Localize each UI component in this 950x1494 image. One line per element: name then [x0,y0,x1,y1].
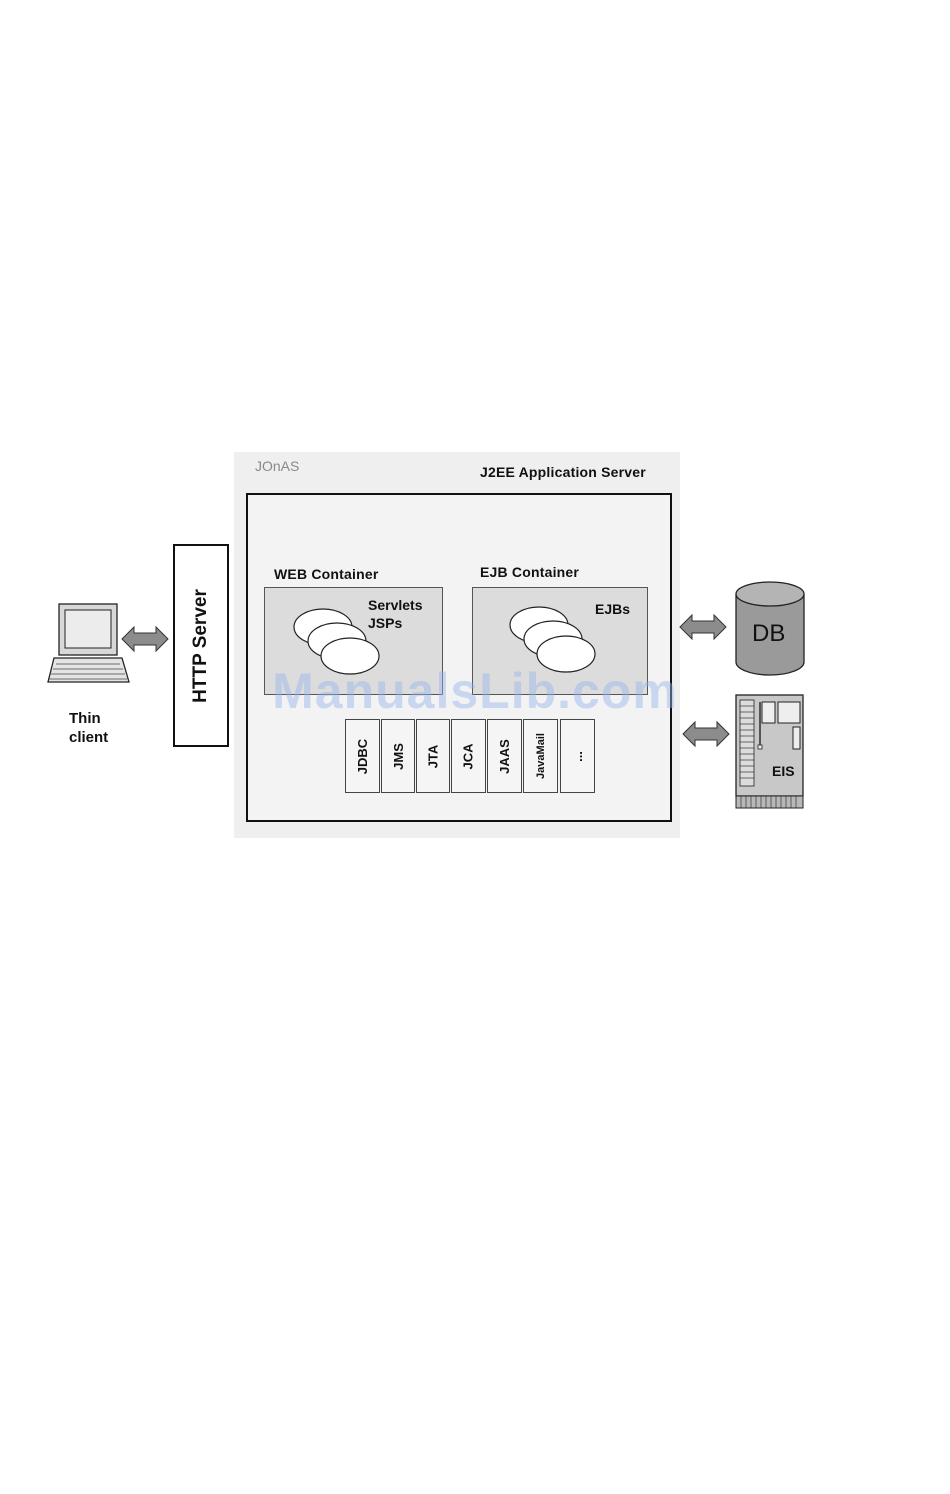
service-javamail: JavaMail [523,719,558,793]
double-arrow-icon [682,720,730,748]
ejb-container-title: EJB Container [480,564,579,580]
jsps-label: JSPs [368,615,402,631]
jonas-label: JOnAS [255,458,299,474]
watermark: ManualsLib.com [0,662,950,720]
service-jms: JMS [381,719,415,793]
double-arrow-icon [679,613,727,641]
service-more: ... [560,719,595,793]
service-jca: JCA [451,719,486,793]
db-label: DB [752,620,785,648]
service-jaas: JAAS [487,719,522,793]
double-arrow-icon [121,625,169,653]
servlets-label: Servlets [368,597,422,613]
ejbs-label: EJBs [595,601,630,617]
eis-label: EIS [772,763,795,779]
web-container-title: WEB Container [274,566,379,582]
service-jdbc: JDBC [345,719,380,793]
server-title: J2EE Application Server [480,464,646,480]
service-jta: JTA [416,719,450,793]
